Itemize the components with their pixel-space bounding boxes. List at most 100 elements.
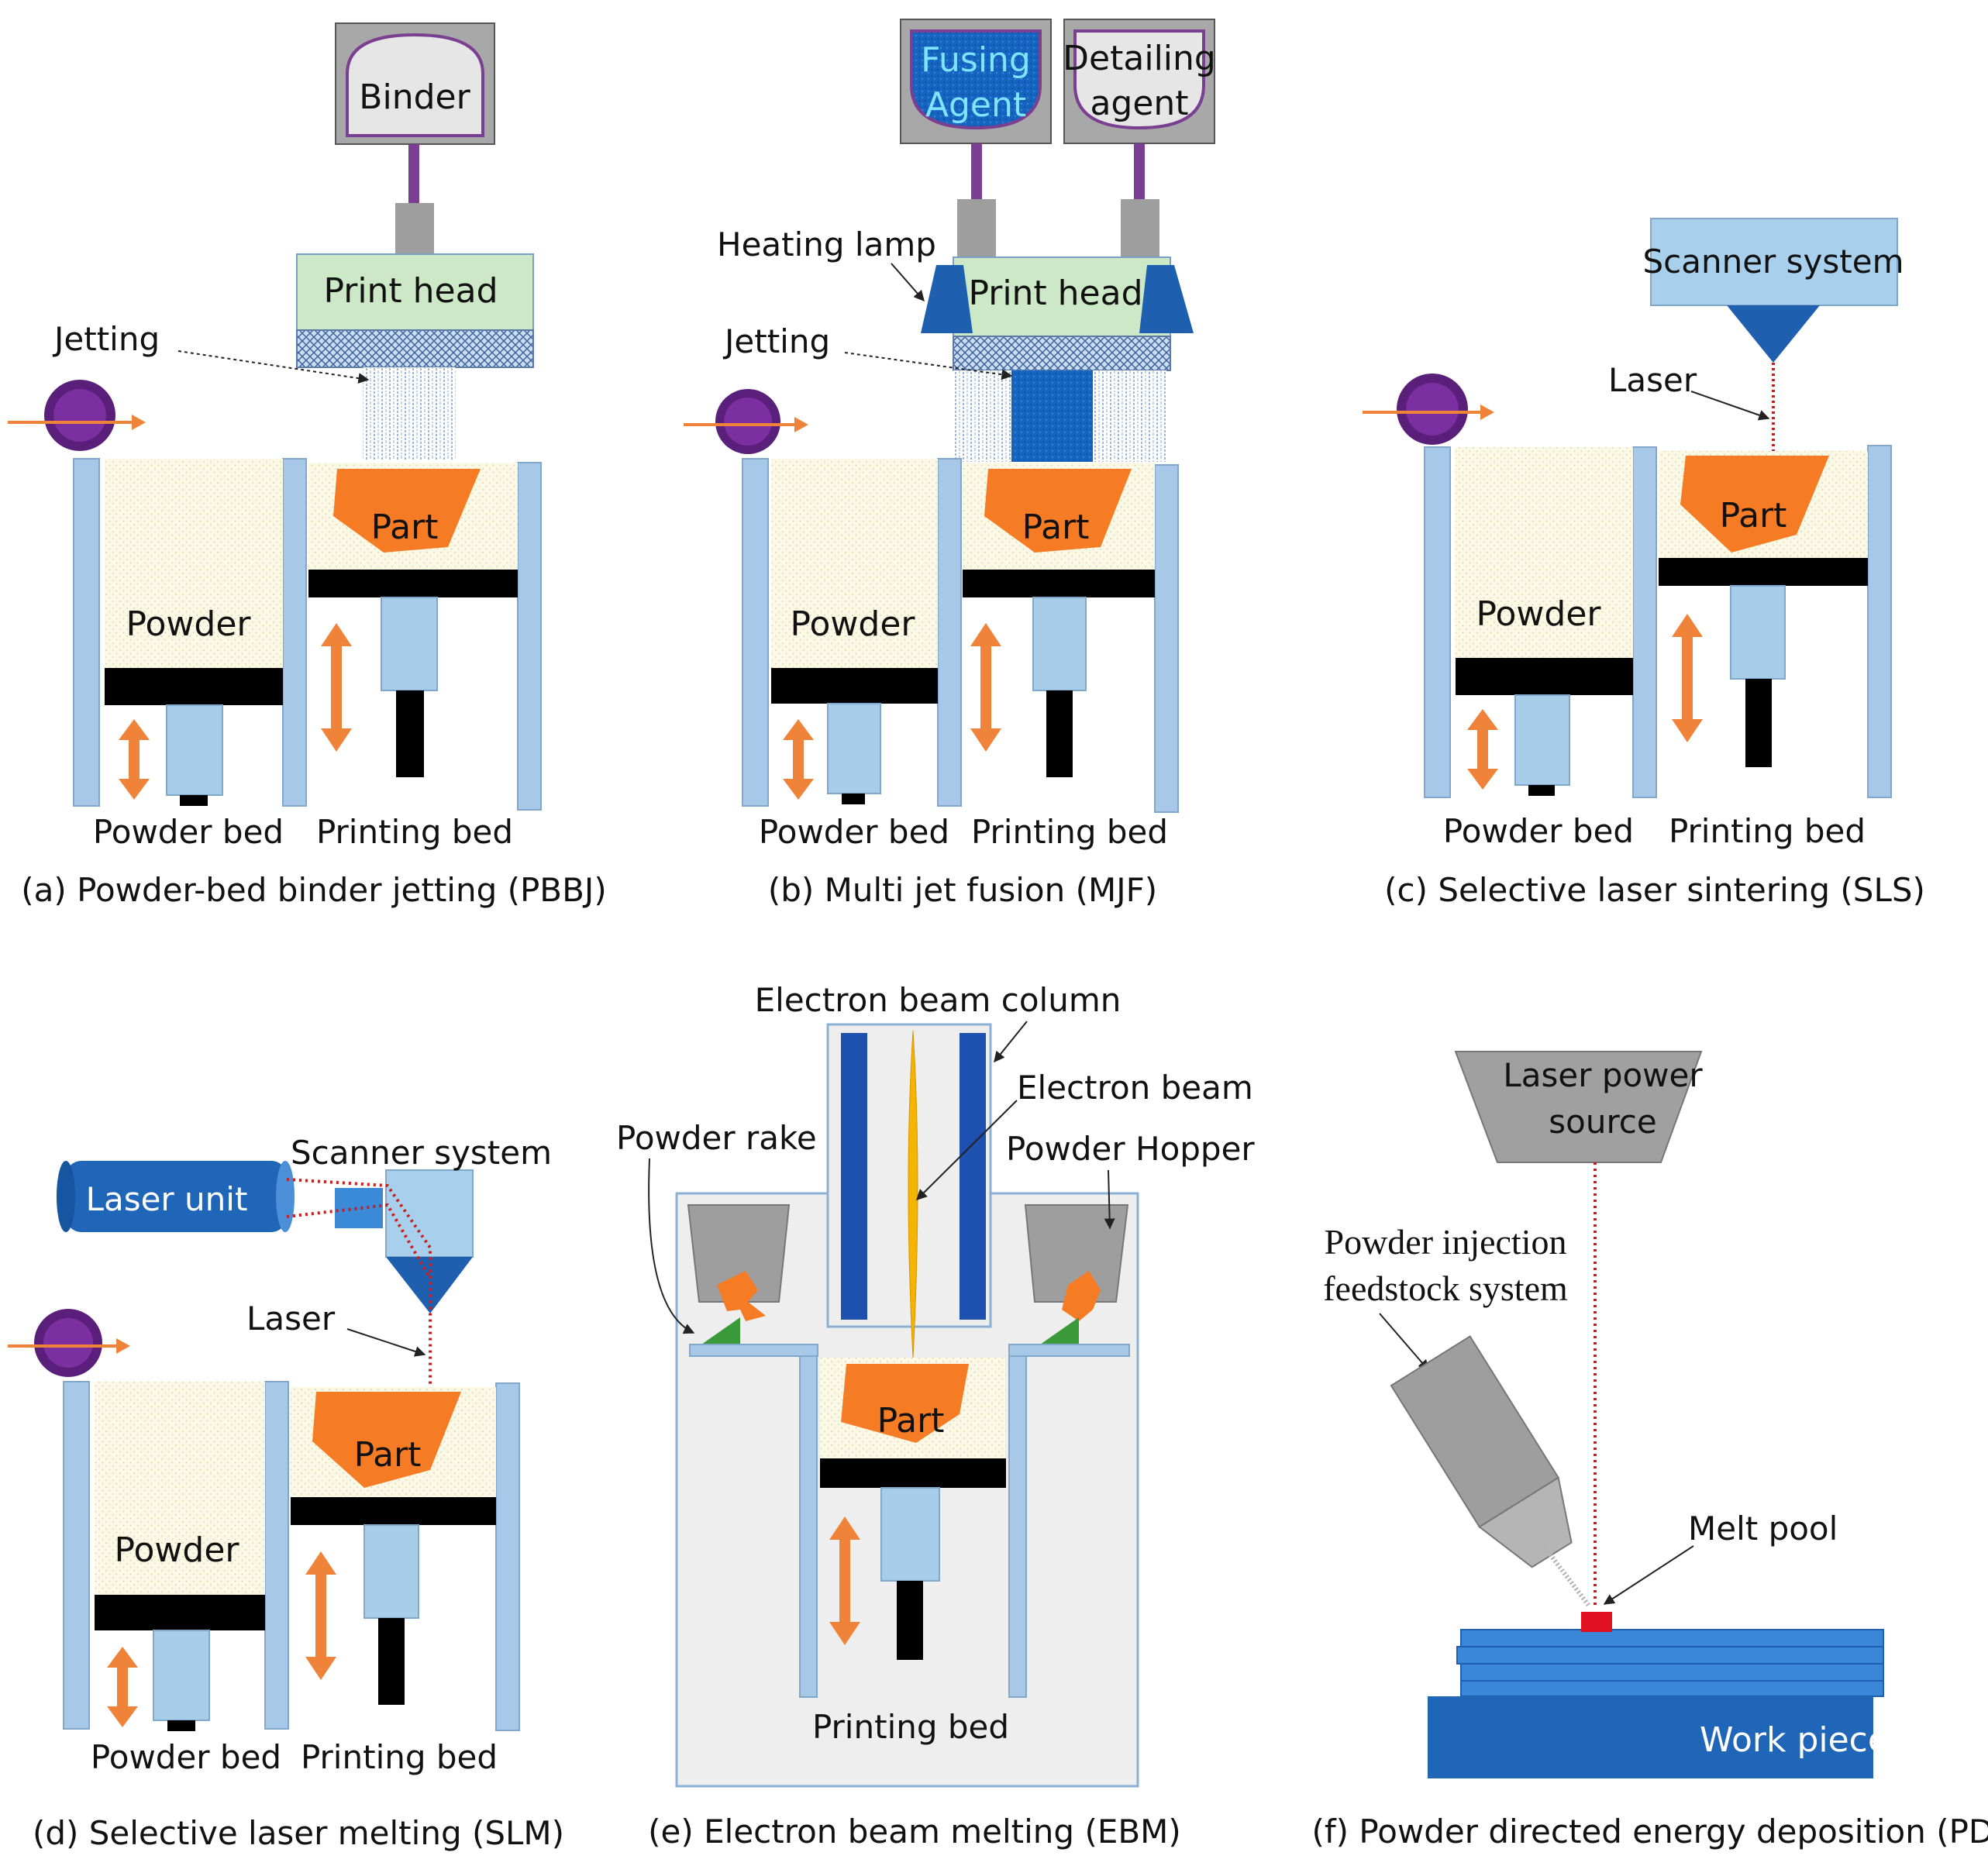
powder-platform (95, 1595, 265, 1630)
build-platform (963, 570, 1155, 597)
wall-left (1424, 446, 1451, 798)
powder-piston (153, 1630, 210, 1721)
fusing-agent-reservoir: Fusing Agent (900, 19, 1052, 144)
injection-pointer (1379, 1313, 1429, 1372)
scanner-cone (1727, 305, 1820, 363)
build-platform (820, 1458, 1006, 1488)
powder-piston (827, 703, 881, 794)
laser-power-label-2: source (1549, 1103, 1656, 1141)
detailing-label-1: Detailing (1063, 39, 1216, 78)
wall-left (742, 458, 769, 807)
heating-lamp-label: Heating lamp (717, 226, 936, 263)
build-piston (363, 1524, 419, 1619)
powder-bed-arrow (1467, 709, 1498, 790)
part (1680, 456, 1829, 553)
build-platform (1659, 558, 1868, 586)
powder-bed-label: Powder bed (759, 813, 949, 851)
connector (395, 203, 434, 254)
build-piston (880, 1487, 940, 1582)
jetting-label: Jetting (722, 322, 830, 360)
laser-unit-label: Laser unit (86, 1180, 248, 1218)
powder-piston (166, 704, 223, 796)
laser-label: Laser (1608, 361, 1697, 399)
powder-piston (1514, 694, 1570, 786)
rake-rail-right (1008, 1344, 1130, 1357)
scanner-system-label: Scanner system (291, 1134, 552, 1172)
deposit-layer-4 (1460, 1680, 1884, 1697)
column-coil-left (841, 1033, 867, 1320)
caption-a: (a) Powder-bed binder jetting (PBBJ) (21, 871, 606, 909)
print-head: Print head (296, 253, 534, 368)
fusing-label-2: Agent (925, 85, 1026, 125)
print-head: Print head (953, 256, 1171, 371)
build-piston (381, 597, 438, 691)
electron-beam-column (826, 1023, 992, 1358)
melt-pool-label: Melt pool (1688, 1510, 1838, 1548)
printing-bed-label: Printing bed (971, 813, 1168, 851)
melt-pool (1581, 1612, 1612, 1632)
part-label: Part (1022, 508, 1090, 547)
rake-pointer (648, 1158, 695, 1334)
printing-bed-arrow (1672, 614, 1703, 742)
powder-platform (105, 668, 283, 705)
powder-label: Powder (126, 604, 252, 644)
scanner-system: Scanner system (1642, 218, 1904, 363)
print-head-label: Print head (323, 271, 498, 311)
wall-right (1008, 1355, 1027, 1698)
jetting-stream (363, 367, 456, 460)
panel-c: Scanner system Laser Powder Part (1363, 218, 1925, 909)
part (984, 469, 1132, 553)
powder-feed (771, 459, 938, 668)
jetting-pointer (177, 350, 370, 384)
part-label: Part (877, 1401, 945, 1441)
panel-f: Laser power source Powder injection feed… (1311, 1051, 1988, 1851)
column-coil-right (960, 1033, 986, 1320)
melt-pool-pointer (1603, 1545, 1694, 1605)
printing-bed-arrow (970, 623, 1001, 752)
wall-mid (937, 458, 962, 807)
build-piston (1032, 597, 1087, 691)
column-pointer (994, 1021, 1028, 1063)
caption-b: (b) Multi jet fusion (MJF) (768, 871, 1157, 909)
laser-unit: Laser unit (57, 1161, 295, 1232)
panel-b: Fusing Agent Detailing agent Print head … (684, 19, 1216, 909)
printing-bed-label: Printing bed (812, 1708, 1009, 1746)
hopper-label: Powder Hopper (1006, 1130, 1255, 1168)
build-piston (1730, 585, 1786, 680)
wall-right (517, 462, 542, 811)
powder-bed-label: Powder bed (91, 1738, 281, 1776)
powder-bed-arrow (107, 1647, 138, 1727)
connector-left (957, 199, 996, 260)
powder-feed (105, 459, 283, 668)
part (841, 1364, 969, 1443)
laser-pointer (1690, 391, 1770, 421)
powder-label: Powder (115, 1530, 240, 1570)
scanner-system-label: Scanner system (1642, 243, 1904, 281)
deposit-layer-1 (1460, 1629, 1884, 1647)
work-piece-label: Work piece (1700, 1720, 1889, 1760)
binder-reservoir: Binder (335, 22, 495, 145)
printing-bed-arrow (829, 1517, 860, 1645)
detailing-agent-reservoir: Detailing agent (1063, 19, 1216, 144)
deposit-layer-2 (1456, 1646, 1884, 1665)
heating-lamp-right (1139, 265, 1194, 333)
heating-lamp-left (921, 265, 973, 333)
powder-stream (1538, 1541, 1591, 1607)
powder-bed-label: Powder bed (1443, 812, 1634, 850)
laser-power-label-1: Laser power (1503, 1056, 1703, 1094)
deposit-layer-3 (1460, 1663, 1884, 1682)
fusing-agent-jet (1011, 370, 1093, 462)
laser-label: Laser (246, 1300, 336, 1338)
wall-mid (1632, 446, 1657, 798)
part (312, 1392, 461, 1488)
rake-label: Powder rake (616, 1119, 817, 1157)
build-platform (291, 1497, 496, 1525)
detailing-label-2: agent (1090, 84, 1188, 123)
hopper-pointer (1104, 1169, 1115, 1230)
part-label: Part (371, 508, 439, 547)
laser-pointer (346, 1328, 426, 1357)
powder-label: Powder (791, 604, 916, 644)
wall-left (73, 458, 100, 807)
wall-left (799, 1355, 818, 1698)
